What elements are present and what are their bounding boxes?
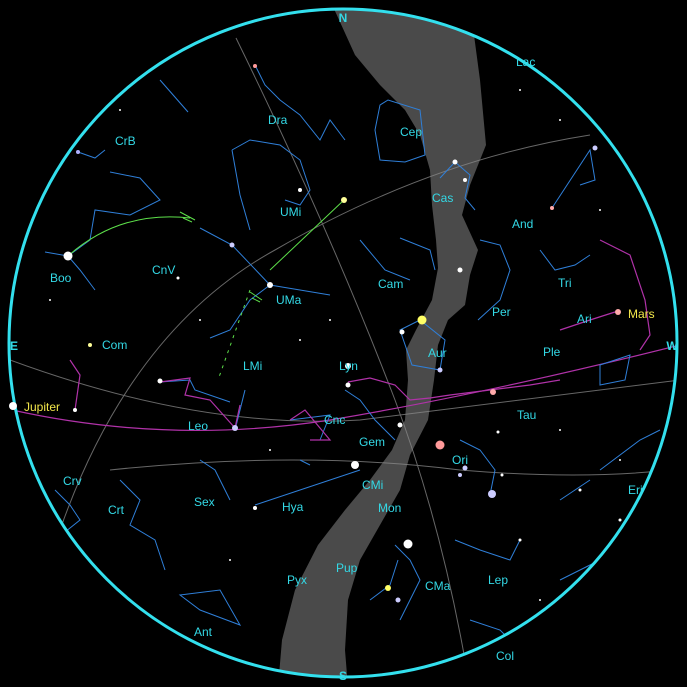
constellation-lines — [44, 64, 661, 651]
constellation-label-and: And — [512, 217, 533, 231]
constellation-label-leo: Leo — [188, 419, 208, 433]
constellation-label-cam: Cam — [378, 277, 403, 291]
constellation-label-lyn: Lyn — [339, 359, 358, 373]
constellation-label-col: Col — [496, 649, 514, 663]
horizon-circle — [7, 7, 679, 679]
constellation-label-gem: Gem — [359, 435, 385, 449]
constellation-label-pup: Pup — [336, 561, 358, 575]
constellation-label-lep: Lep — [488, 573, 508, 587]
constellation-label-crt: Crt — [108, 503, 125, 517]
constellation-label-cnc: Cnc — [324, 413, 345, 427]
constellation-label-mon: Mon — [378, 501, 401, 515]
north-label: N — [339, 11, 348, 25]
constellation-label-eri: Eri — [628, 483, 643, 497]
constellation-label-umi: UMi — [280, 205, 301, 219]
constellation-label-cep: Cep — [400, 125, 422, 139]
east-label: E — [10, 339, 18, 353]
constellation-label-tri: Tri — [558, 276, 572, 290]
constellation-label-aur: Aur — [428, 346, 447, 360]
constellation-label-ari: Ari — [577, 312, 592, 326]
planet-label-mars: Mars — [628, 307, 655, 321]
constellation-label-boo: Boo — [50, 271, 72, 285]
constellation-label-ant: Ant — [194, 625, 213, 639]
constellation-label-cnv: CnV — [152, 263, 175, 277]
meteor-trails — [67, 199, 345, 381]
constellation-label-sex: Sex — [194, 495, 215, 509]
constellation-label-crb: CrB — [115, 134, 136, 148]
constellation-label-dra: Dra — [268, 113, 288, 127]
constellation-label-hya: Hya — [282, 500, 304, 514]
constellation-label-cma: CMa — [425, 579, 451, 593]
constellation-label-ori: Ori — [452, 453, 468, 467]
mars-icon[interactable] — [615, 309, 621, 315]
south-label: S — [339, 669, 347, 683]
constellation-label-com: Com — [102, 338, 127, 352]
constellation-label-pyx: Pyx — [287, 573, 307, 587]
constellation-label-lac: Lac — [516, 55, 535, 69]
west-label: W — [666, 339, 678, 353]
constellation-label-uma: UMa — [276, 293, 302, 307]
planet-label-jupiter: Jupiter — [24, 400, 60, 414]
constellation-label-cas: Cas — [432, 191, 453, 205]
sky-background — [7, 7, 679, 679]
constellation-label-cmi: CMi — [362, 478, 383, 492]
zodiac-lines — [69, 239, 651, 441]
constellation-label-ple: Ple — [543, 345, 561, 359]
constellation-label-lmi: LMi — [243, 359, 262, 373]
constellation-label-per: Per — [492, 305, 511, 319]
grid — [10, 37, 676, 661]
constellation-label-crv: Crv — [63, 474, 82, 488]
jupiter-icon[interactable] — [9, 402, 17, 410]
milky-way — [278, 10, 486, 676]
ecliptic — [11, 344, 676, 431]
constellation-labels: Lac Dra Cep CrB Cas UMi And Boo CnV Cam … — [50, 55, 643, 663]
constellation-label-tau: Tau — [517, 408, 536, 422]
